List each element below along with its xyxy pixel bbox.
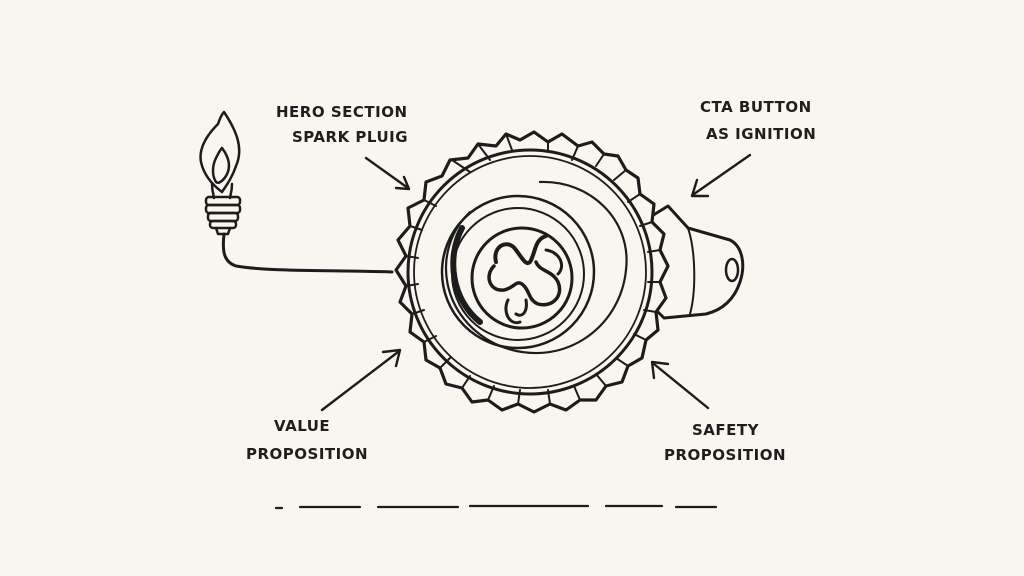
spark-plug-icon <box>199 110 394 274</box>
label-cta-line1: CTA BUTTON <box>700 98 812 116</box>
label-hero-line2: SPARK PLUIG <box>292 128 408 146</box>
arrow-safety <box>650 360 710 410</box>
label-value-line2: PROPOSITION <box>246 445 368 463</box>
arrow-cta <box>690 153 752 198</box>
label-value-line1: VALUE <box>274 417 330 435</box>
engine-gear-icon <box>394 130 745 414</box>
label-safety-line2: PROPOSITION <box>664 446 786 464</box>
baseline-divider <box>274 504 718 510</box>
label-safety-line1: SAFETY <box>692 421 760 439</box>
label-hero-line1: HERO SECTION <box>276 103 408 121</box>
label-cta-line2: AS IGNITION <box>706 125 816 143</box>
arrow-hero <box>364 156 411 191</box>
arrow-value <box>320 348 402 412</box>
